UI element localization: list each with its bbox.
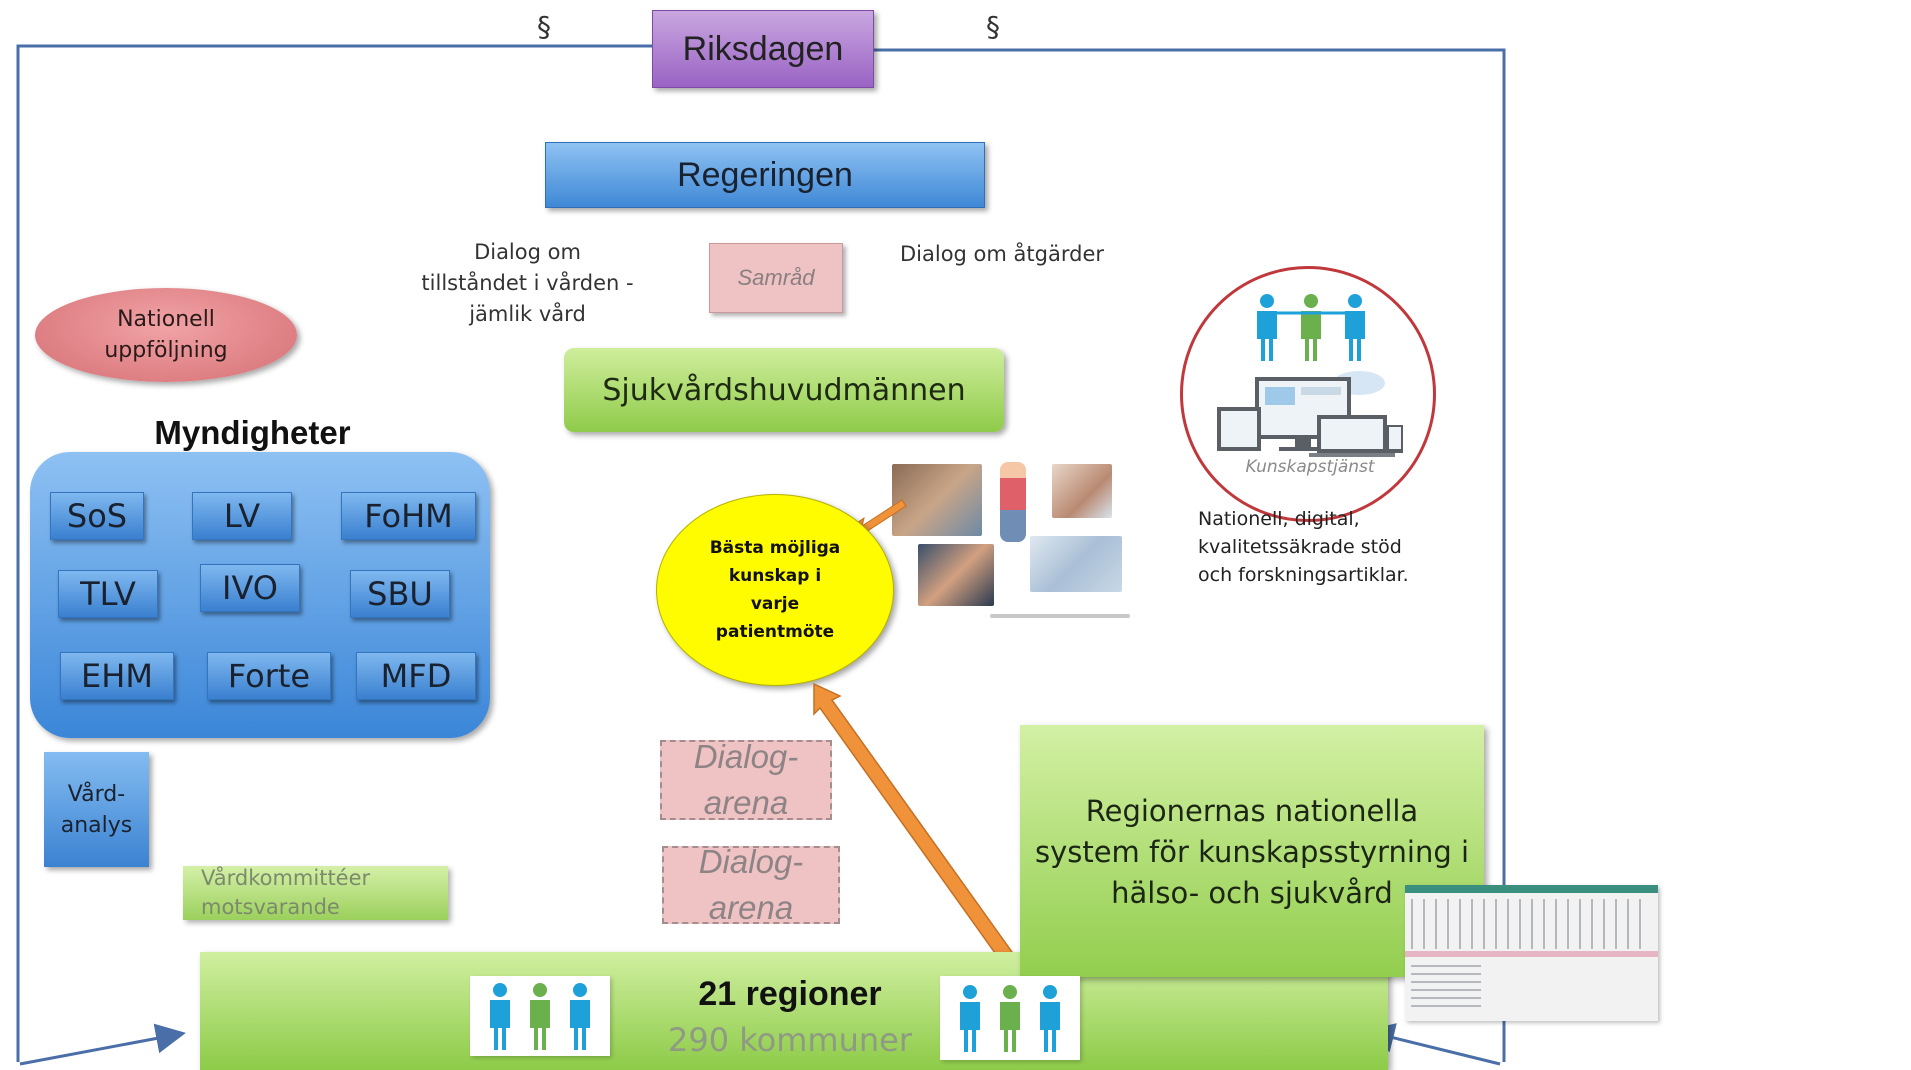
vardanalys-line: analys	[60, 812, 133, 838]
agency-ehm: EHM	[60, 652, 174, 700]
agency-sbu: SBU	[350, 570, 450, 618]
sjukvardshuvudmannen-box: Sjukvårdshuvudmännen	[564, 348, 1004, 432]
photo-person-standing	[1000, 462, 1026, 542]
agency-tlv: TLV	[58, 570, 158, 618]
agency-forte: Forte	[207, 652, 331, 700]
reg-system-line: system för kunskapsstyrning i	[1034, 835, 1470, 869]
regional-system-box: Regionernas nationella system för kunska…	[1020, 725, 1484, 977]
vardkom-line: Vårdkommittéer	[201, 866, 371, 890]
frame-line	[16, 44, 1506, 1062]
table-thumbnail-rows	[1411, 899, 1651, 949]
photo-caption-line	[990, 614, 1130, 618]
table-thumbnail-band	[1405, 951, 1658, 957]
dialog-arena-line: Dialog-	[693, 738, 799, 775]
table-thumbnail	[1405, 885, 1658, 1021]
photo-clinic	[1030, 536, 1122, 592]
kunskapstjanst-label: Kunskapstjänst	[1245, 457, 1375, 477]
section-sign-right: §	[986, 10, 1000, 43]
reg-system-line: Regionernas nationella	[1085, 794, 1419, 828]
dialog-left-line: jämlik vård	[469, 302, 586, 326]
table-thumbnail-header	[1405, 885, 1658, 893]
dialog-left-line: tillståndet i vården -	[421, 271, 634, 295]
agency-fohm: FoHM	[341, 492, 476, 540]
kunskapstjanst-description: Nationell, digital, kvalitetssäkrade stö…	[1198, 505, 1488, 589]
people-group-icon-left	[470, 976, 610, 1056]
myndigheter-group: SoS LV FoHM TLV IVO SBU EHM Forte MFD	[30, 452, 490, 738]
arrow-left-bottom	[19, 1023, 186, 1066]
vardanalys-line: Vård-	[67, 781, 126, 807]
bubble-line: Bästa möjliga	[709, 538, 841, 558]
agency-mfd: MFD	[356, 652, 476, 700]
agency-lv: LV	[192, 492, 292, 540]
people-group-icon	[1257, 294, 1365, 361]
arrow-right-bottom	[1364, 1023, 1501, 1066]
myndigheter-title: Myndigheter	[154, 414, 351, 451]
bubble-line: varje	[750, 594, 800, 614]
agency-ivo: IVO	[200, 564, 300, 612]
dialog-left-line: Dialog om	[474, 240, 581, 264]
nat-upp-line: Nationell	[117, 307, 215, 332]
dialog-arena-1: Dialog- arena	[660, 738, 832, 821]
patient-meeting-bubble: Bästa möjliga kunskap i varje patientmöt…	[656, 494, 894, 686]
section-sign-left: §	[537, 10, 551, 43]
photo-elderly	[918, 544, 994, 606]
bubble-line: kunskap i	[728, 566, 822, 586]
dialog-arena-2: Dialog- arena	[662, 843, 840, 926]
table-thumbnail-list	[1411, 965, 1481, 1011]
kunskap-desc-line: och forskningsartiklar.	[1198, 564, 1409, 586]
people-group-icon	[960, 985, 1060, 1052]
dialog-arena-line: arena	[708, 889, 794, 926]
kunskap-desc-line: Nationell, digital,	[1198, 508, 1360, 530]
kunskapstjanst-circle	[1180, 266, 1436, 522]
computer-devices-icon	[1217, 371, 1403, 457]
riksdagen-box: Riksdagen	[652, 10, 874, 88]
vardkom-line: motsvarande	[201, 895, 340, 919]
reg-system-line: hälso- och sjukvård	[1111, 876, 1393, 910]
dialog-right-text: Dialog om åtgärder	[900, 242, 1104, 266]
photo-patient-bed	[892, 464, 982, 536]
photo-nurse	[1052, 464, 1112, 518]
people-group-icon	[490, 983, 590, 1050]
regeringen-box: Regeringen	[545, 142, 985, 208]
vardanalys-box: Vård- analys	[44, 752, 149, 867]
dialog-left-text: Dialog om tillståndet i vården - jämlik …	[405, 237, 650, 330]
dialog-arena-line: Dialog-	[698, 843, 804, 880]
people-group-icon-right	[940, 976, 1080, 1060]
arrow-system-to-bubble	[813, 682, 1024, 976]
samrad-box: Samråd	[709, 243, 843, 313]
photo-collage	[880, 458, 1142, 628]
regioner-title: 21 regioner	[698, 974, 882, 1013]
vardkommitteer-box: Vårdkommittéer motsvarande	[183, 866, 448, 920]
kommuner-subtitle: 290 kommuner	[668, 1021, 912, 1059]
agency-sos: SoS	[50, 492, 144, 540]
bubble-line: patientmöte	[715, 622, 835, 642]
dialog-arena-line: arena	[703, 784, 789, 821]
nationell-uppfoljning-ellipse: Nationell uppföljning	[35, 288, 297, 382]
kunskap-desc-line: kvalitetssäkrade stöd	[1198, 536, 1402, 558]
nat-upp-line: uppföljning	[104, 338, 228, 363]
